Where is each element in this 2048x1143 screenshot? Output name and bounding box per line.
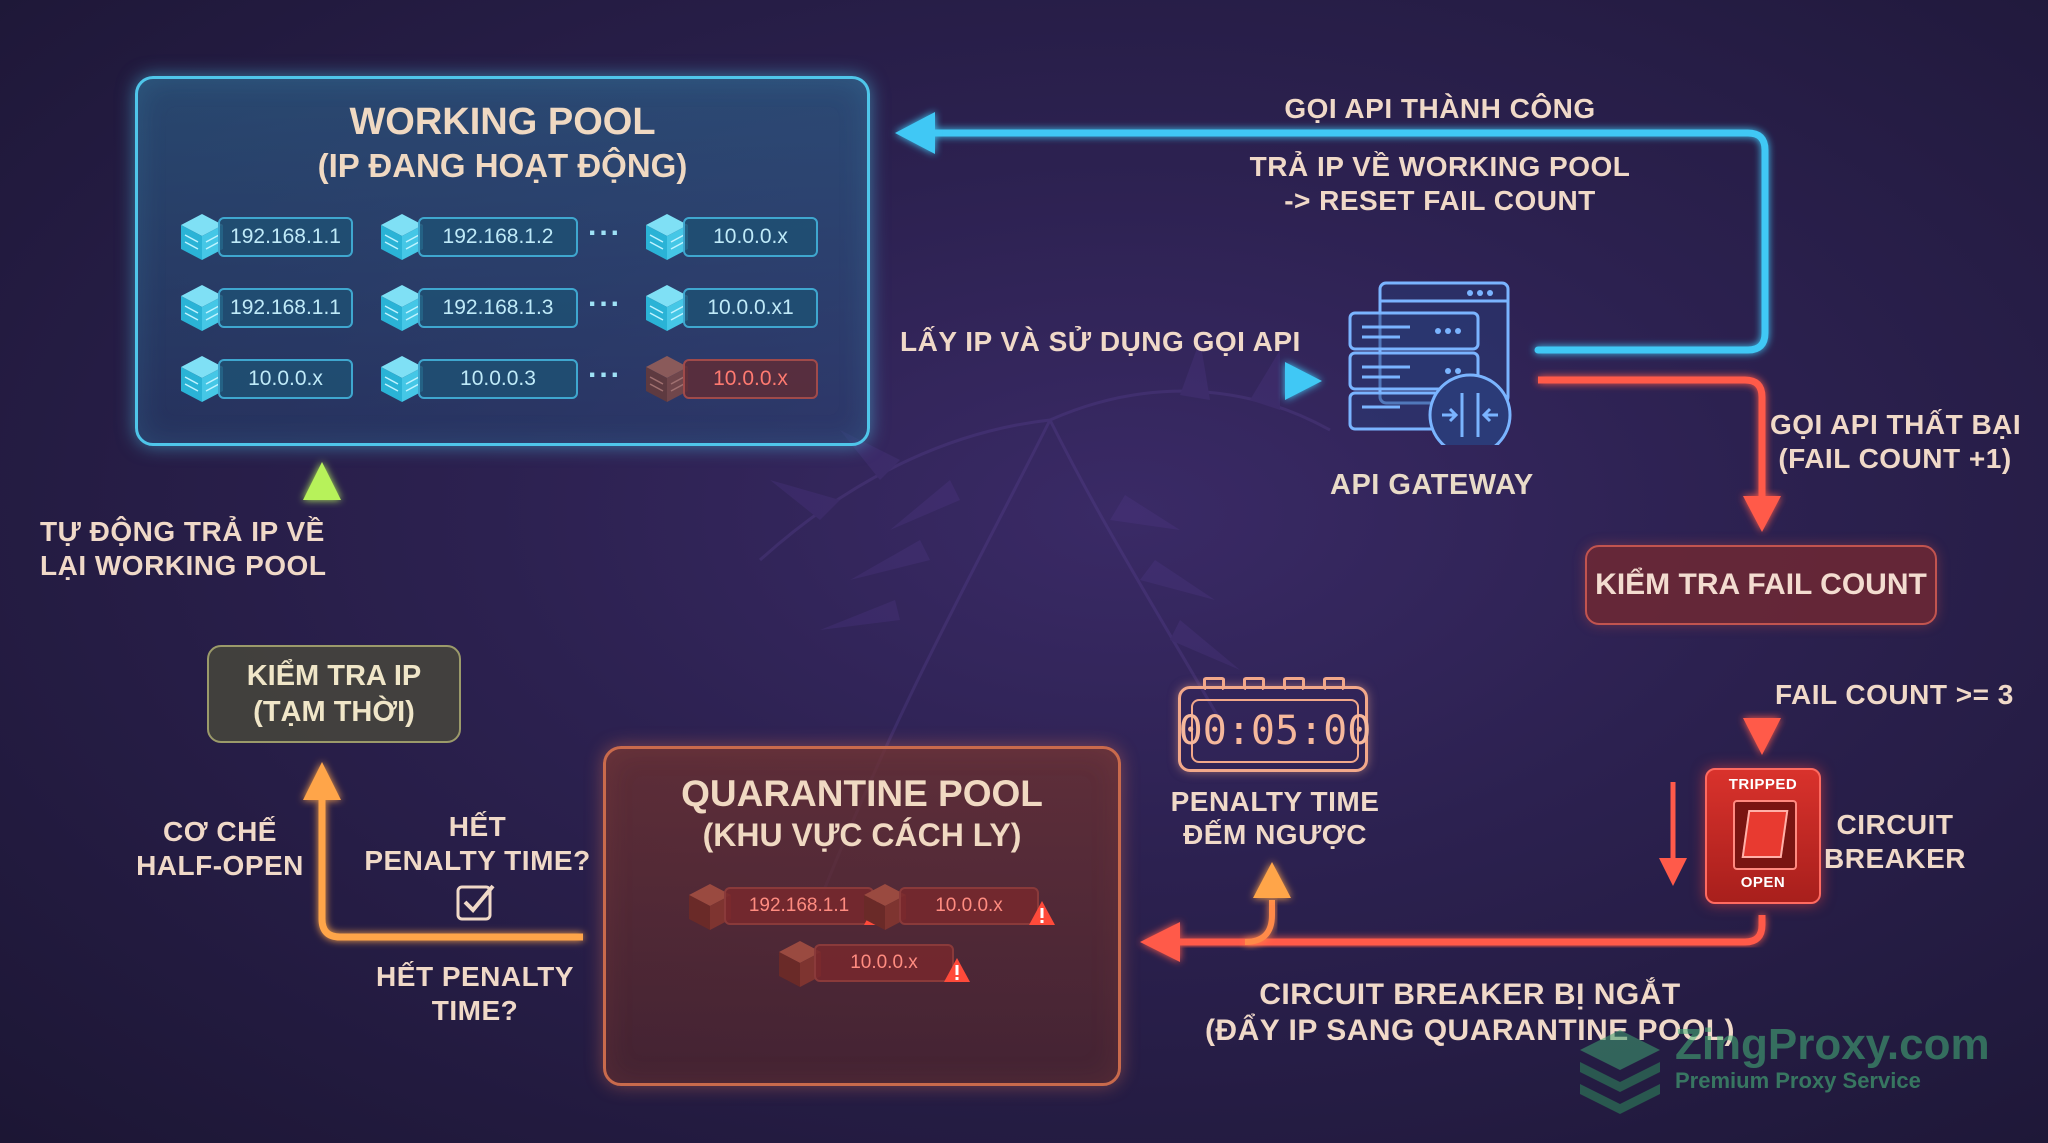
ip-chip: 10.0.0.x — [218, 359, 353, 399]
breaker-label-2: BREAKER — [1824, 843, 1966, 874]
gateway-label: API GATEWAY — [1330, 469, 1534, 501]
quarantined-server-icon — [776, 938, 824, 990]
working-pool-subtitle: (IP ĐANG HOẠT ĐỘNG) — [317, 147, 688, 184]
auto-return-label-2: LẠI WORKING POOL — [40, 550, 327, 581]
watermark-tagline: Premium Proxy Service — [1675, 1068, 1921, 1093]
ip-chip: 192.168.1.2 — [418, 217, 578, 257]
return-arrowhead — [303, 462, 341, 500]
timer-icon: 00:05:00 — [1178, 677, 1371, 772]
breaker-bottom-text: OPEN — [1740, 874, 1786, 891]
success-arrow — [926, 129, 1769, 354]
fail-arrow — [1538, 376, 1766, 500]
circuit-breaker-icon: TRIPPED OPEN — [1705, 768, 1821, 904]
warning-icon — [1027, 899, 1057, 932]
ellipsis: ... — [588, 209, 623, 242]
half-open-arrowhead — [303, 762, 341, 800]
working-pool: WORKING POOL (IP ĐANG HOẠT ĐỘNG) 192.168… — [135, 76, 870, 446]
tripped-label-2: (ĐẨY IP SANG QUARANTINE POOL) — [1204, 1014, 1736, 1047]
ip-chip: 192.168.1.1 — [218, 217, 353, 257]
success-arrowhead — [895, 112, 935, 154]
checkbox-icon — [456, 884, 495, 921]
ellipsis: ... — [588, 280, 623, 313]
server-icon — [1348, 281, 1512, 445]
check-fail-count-box: KIỂM TRA FAIL COUNT — [1585, 545, 1937, 625]
threshold-arrowhead — [1743, 718, 1781, 755]
server-cube-icon — [378, 282, 426, 334]
check-ip-box: KIỂM TRA IP (TẠM THỜI) — [207, 645, 461, 743]
server-cube-icon — [178, 282, 226, 334]
server-cube-icon — [643, 211, 691, 263]
quarantined-ip-chip: 10.0.0.x — [814, 944, 954, 982]
warning-icon — [942, 956, 972, 989]
breaker-label-1: CIRCUIT — [1836, 809, 1954, 840]
success-sublabel-2: -> RESET FAIL COUNT — [1284, 185, 1596, 216]
breaker-side-arrowhead — [1659, 858, 1687, 886]
ip-chip: 192.168.1.3 — [418, 288, 578, 328]
tripped-arrow — [1180, 915, 1766, 946]
fail-arrowhead — [1743, 496, 1781, 532]
ip-chip: 10.0.0.x1 — [683, 288, 818, 328]
success-sublabel-1: TRẢ IP VỀ WORKING POOL — [1249, 151, 1631, 182]
timer-arrowhead — [1253, 862, 1291, 898]
tripped-arrowhead — [1140, 922, 1180, 962]
timer-label-1: PENALTY TIME — [1170, 786, 1380, 817]
server-cube-icon — [378, 211, 426, 263]
get-ip-arrowhead — [1285, 362, 1322, 400]
server-cube-icon — [178, 211, 226, 263]
server-cube-icon — [643, 282, 691, 334]
check-ip-line2: (TẠM THỜI) — [253, 696, 415, 728]
breaker-switch — [1733, 800, 1797, 870]
fail-label-2: (FAIL COUNT +1) — [1778, 443, 2012, 474]
penalty-question-1: HẾT — [448, 811, 507, 842]
half-open-label-1: CƠ CHẾ — [162, 816, 277, 847]
get-ip-label: LẤY IP VÀ SỬ DỤNG GỌI API — [900, 326, 1301, 357]
threshold-label: FAIL COUNT >= 3 — [1775, 679, 2014, 710]
timer-arrow — [1244, 900, 1275, 945]
ip-chip: 10.0.0.x — [683, 359, 818, 399]
success-label: GỌI API THÀNH CÔNG — [1284, 93, 1596, 124]
auto-return-label-1: TỰ ĐỘNG TRẢ IP VỀ — [40, 516, 325, 547]
server-cube-icon — [378, 353, 426, 405]
half-open-label-2: HALF-OPEN — [136, 850, 304, 881]
ip-chip: 192.168.1.1 — [218, 288, 353, 328]
penalty-question-b-1: HẾT PENALTY — [376, 961, 574, 992]
penalty-question-b-2: TIME? — [431, 995, 519, 1026]
timer-display: 00:05:00 — [1179, 699, 1371, 763]
ip-chip: 10.0.0.3 — [418, 359, 578, 399]
working-pool-title: WORKING POOL — [349, 101, 656, 143]
quarantined-ip-chip: 10.0.0.x — [899, 887, 1039, 925]
ellipsis: ... — [588, 351, 623, 384]
quarantine-pool-subtitle: (KHU VỰC CÁCH LY) — [702, 817, 1022, 853]
watermark-brand: ZingProxy.com — [1675, 1020, 1990, 1069]
fail-label-1: GỌI API THẤT BẠI — [1770, 409, 2022, 440]
zingproxy-logo-icon — [1580, 1030, 1660, 1114]
quarantined-ip-chip: 192.168.1.1 — [724, 887, 874, 925]
timer-label-2: ĐẾM NGƯỢC — [1183, 819, 1367, 850]
penalty-question-2: PENALTY TIME? — [364, 845, 591, 876]
server-cube-icon — [178, 353, 226, 405]
ip-chip: 10.0.0.x — [683, 217, 818, 257]
check-ip-line1: KIỂM TRA IP — [246, 659, 422, 692]
quarantine-pool-title: QUARANTINE POOL — [681, 773, 1043, 814]
tripped-label-1: CIRCUIT BREAKER BỊ NGẮT — [1259, 978, 1681, 1011]
quarantine-pool: QUARANTINE POOL (KHU VỰC CÁCH LY) 192.16… — [603, 746, 1121, 1086]
half-open-arrow — [318, 800, 583, 941]
server-cube-icon — [643, 353, 691, 405]
breaker-top-text: TRIPPED — [1728, 776, 1798, 793]
